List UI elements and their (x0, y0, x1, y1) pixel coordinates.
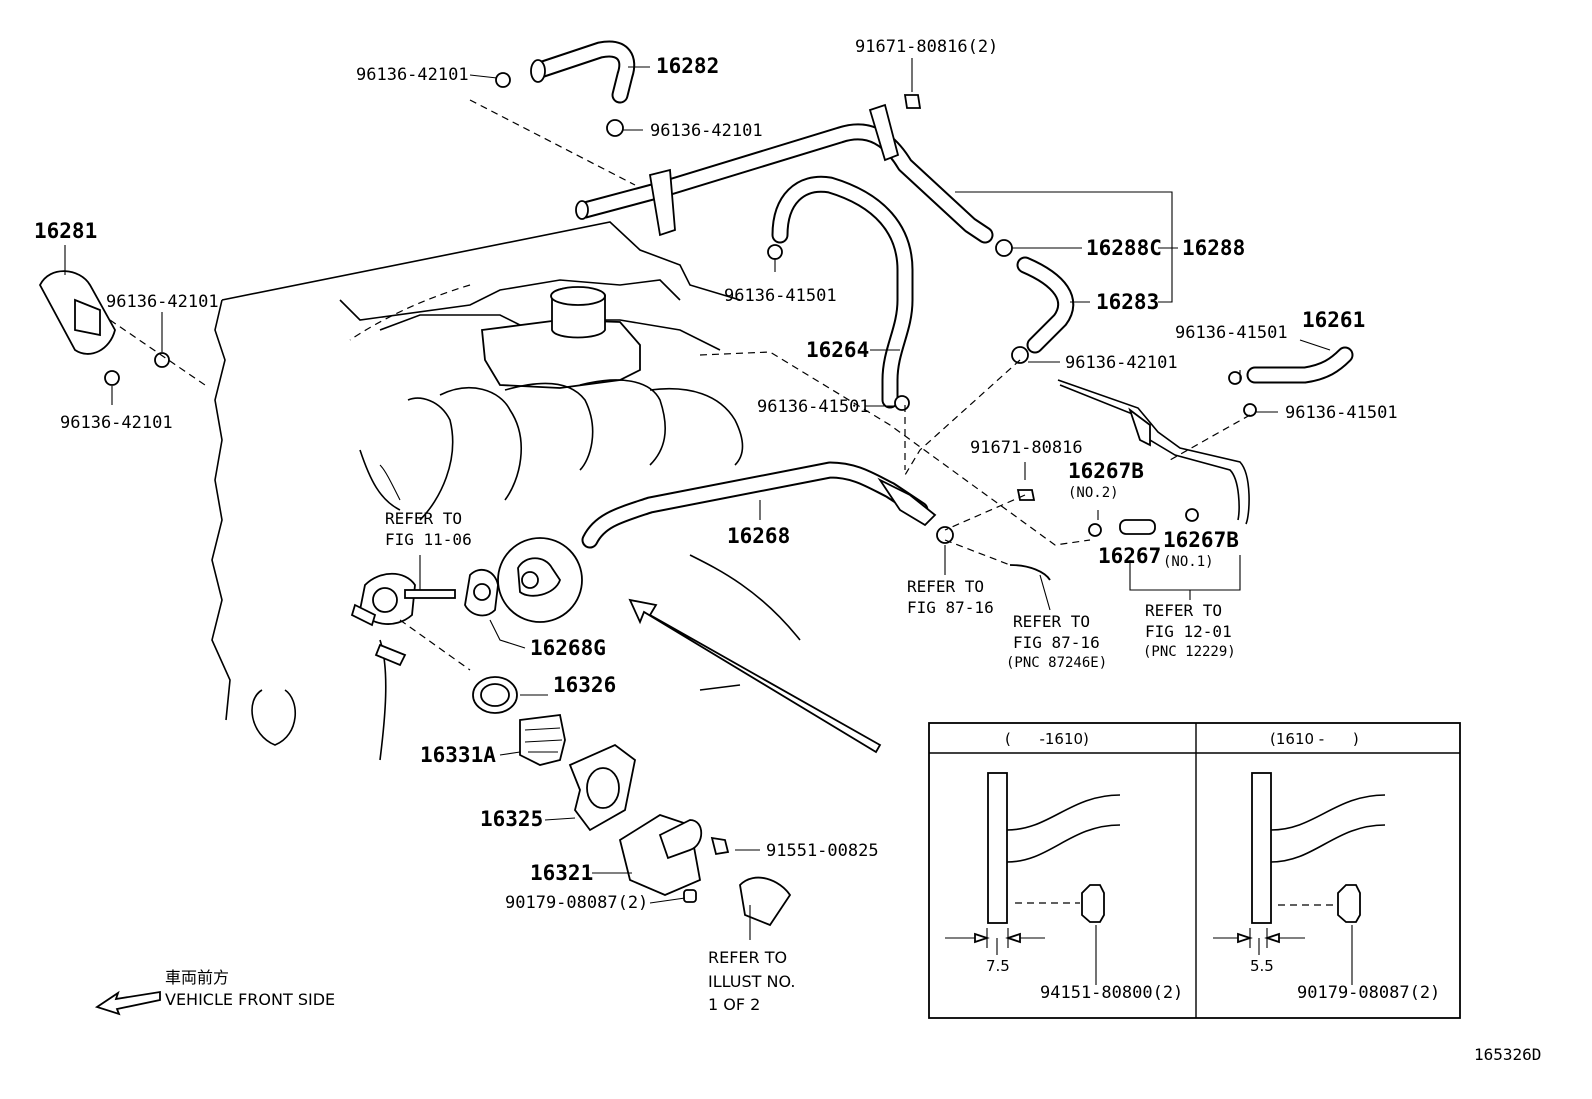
refer-fig-87-16-a[interactable]: REFER TO FIG 87-16 (907, 577, 994, 617)
refer-page: 1 OF 2 (708, 995, 760, 1014)
gasket-16268g[interactable] (464, 568, 499, 617)
part-number-16325[interactable]: 16325 (480, 807, 543, 831)
refer-fig: FIG 12-01 (1145, 622, 1232, 641)
part-number-16264[interactable]: 16264 (806, 338, 869, 362)
part-number-16331a[interactable]: 16331A (420, 743, 496, 767)
refer-line: REFER TO (907, 577, 984, 596)
refer-line: REFER TO (385, 509, 462, 528)
nut-number-90179-08087-2[interactable]: 90179-08087(2) (505, 893, 648, 913)
inset-right-part-number[interactable]: 90179-08087(2) (1297, 983, 1440, 1003)
inset-left-part-number[interactable]: 94151-80800(2) (1040, 983, 1183, 1003)
clamp-number-96136-41501-c[interactable]: 96136-41501 (1175, 323, 1288, 343)
refer-illust: ILLUST NO. (708, 972, 795, 991)
front-side-arrow-icon (94, 990, 161, 1016)
stud-and-flange (350, 572, 456, 667)
bolt-number-91551-00825[interactable]: 91551-00825 (766, 841, 879, 861)
label-leaders (64, 58, 1331, 940)
refer-fig: FIG 11-06 (385, 530, 472, 549)
part-number-16281[interactable]: 16281 (34, 219, 97, 243)
refer-line: REFER TO (708, 948, 787, 967)
refer-fig-11-06[interactable]: REFER TO FIG 11-06 (385, 509, 472, 549)
inset-right-header: (1610 - ) (1270, 730, 1359, 748)
water-pipe-upper[interactable] (575, 103, 994, 244)
part-number-16268[interactable]: 16268 (727, 524, 790, 548)
thermostat-16331a[interactable] (519, 714, 566, 766)
refer-illust-1-of-2[interactable]: REFER TO ILLUST NO. 1 OF 2 (708, 948, 795, 1014)
hose-16264[interactable] (771, 175, 914, 409)
part-number-16326[interactable]: 16326 (553, 673, 616, 697)
part-number-16267[interactable]: 16267 (1098, 544, 1161, 568)
refer-fig-12-01[interactable]: REFER TO FIG 12-01 (PNC 12229) (1143, 601, 1236, 660)
vehicle-front-arrow (628, 598, 882, 754)
inset-left-detail: 7.5 94151-80800(2) (945, 772, 1183, 1003)
front-note-japanese: 車両前方 (165, 968, 229, 987)
inset-left-dimension: 7.5 (986, 957, 1010, 975)
bolt-number-91671-80816-2[interactable]: 91671-80816(2) (855, 37, 998, 57)
refer-pnc: (PNC 12229) (1143, 644, 1236, 660)
gasket-16326[interactable] (472, 676, 518, 714)
refer-fig: FIG 87-16 (1013, 633, 1100, 652)
bolt-number-91671-80816[interactable]: 91671-80816 (970, 438, 1083, 458)
illustration-id: 165326D (1474, 1045, 1541, 1064)
clamp-number-96136-42101-right[interactable]: 96136-42101 (1065, 353, 1178, 373)
engine-block-outline (211, 221, 801, 761)
refer-fig-87-16-b[interactable]: REFER TO FIG 87-16 (PNC 87246E) (1006, 612, 1107, 671)
refer-pnc: (PNC 87246E) (1006, 655, 1107, 671)
hose-16282[interactable] (530, 40, 636, 104)
hose-16283[interactable] (1016, 256, 1075, 354)
clamp-number-96136-42101-mid[interactable]: 96136-42101 (650, 121, 763, 141)
refer-line: REFER TO (1013, 612, 1090, 631)
clamp-number-96136-42101-top[interactable]: 96136-42101 (356, 65, 469, 85)
dashed-leaders (109, 99, 1251, 671)
clamp-number-96136-42101-left-upper[interactable]: 96136-42101 (106, 292, 219, 312)
part-number-16283[interactable]: 16283 (1096, 290, 1159, 314)
refer-line: REFER TO (1145, 601, 1222, 620)
no1-qualifier: (NO.1) (1163, 554, 1214, 570)
pipe-16267[interactable] (1057, 379, 1250, 535)
no2-qualifier: (NO.2) (1068, 485, 1119, 501)
inset-left-header: ( -1610) (1005, 730, 1089, 748)
part-number-16282[interactable]: 16282 (656, 54, 719, 78)
clamp-number-96136-41501-b[interactable]: 96136-41501 (757, 397, 870, 417)
hose-16281[interactable] (38, 270, 116, 355)
part-number-16288c[interactable]: 16288C (1086, 236, 1162, 260)
part-number-16267b-no1[interactable]: 16267B (1163, 528, 1239, 552)
part-number-16288[interactable]: 16288 (1182, 236, 1245, 260)
part-number-16261[interactable]: 16261 (1302, 308, 1365, 332)
refer-fig: FIG 87-16 (907, 598, 994, 617)
clamp-icons (104, 72, 1257, 544)
gasket-16325[interactable] (568, 743, 636, 832)
water-inlet-16321[interactable] (618, 814, 792, 927)
part-number-16267b-no2[interactable]: 16267B (1068, 459, 1144, 483)
hose-16261[interactable] (1246, 346, 1354, 384)
inset-table: ( -1610) (1610 - ) 7.5 94151-80800(2) (928, 722, 1461, 1019)
part-number-16268g[interactable]: 16268G (530, 636, 606, 660)
clamp-number-96136-42101-left-lower[interactable]: 96136-42101 (60, 413, 173, 433)
part-number-16321[interactable]: 16321 (530, 861, 593, 885)
front-note-english: VEHICLE FRONT SIDE (165, 990, 335, 1009)
inset-right-detail: 5.5 90179-08087(2) (1213, 772, 1440, 1003)
water-bypass-pipe-16268[interactable] (497, 461, 937, 623)
clamp-number-96136-41501-d[interactable]: 96136-41501 (1285, 403, 1398, 423)
clamp-number-96136-41501-a[interactable]: 96136-41501 (724, 286, 837, 306)
inset-right-dimension: 5.5 (1250, 957, 1274, 975)
